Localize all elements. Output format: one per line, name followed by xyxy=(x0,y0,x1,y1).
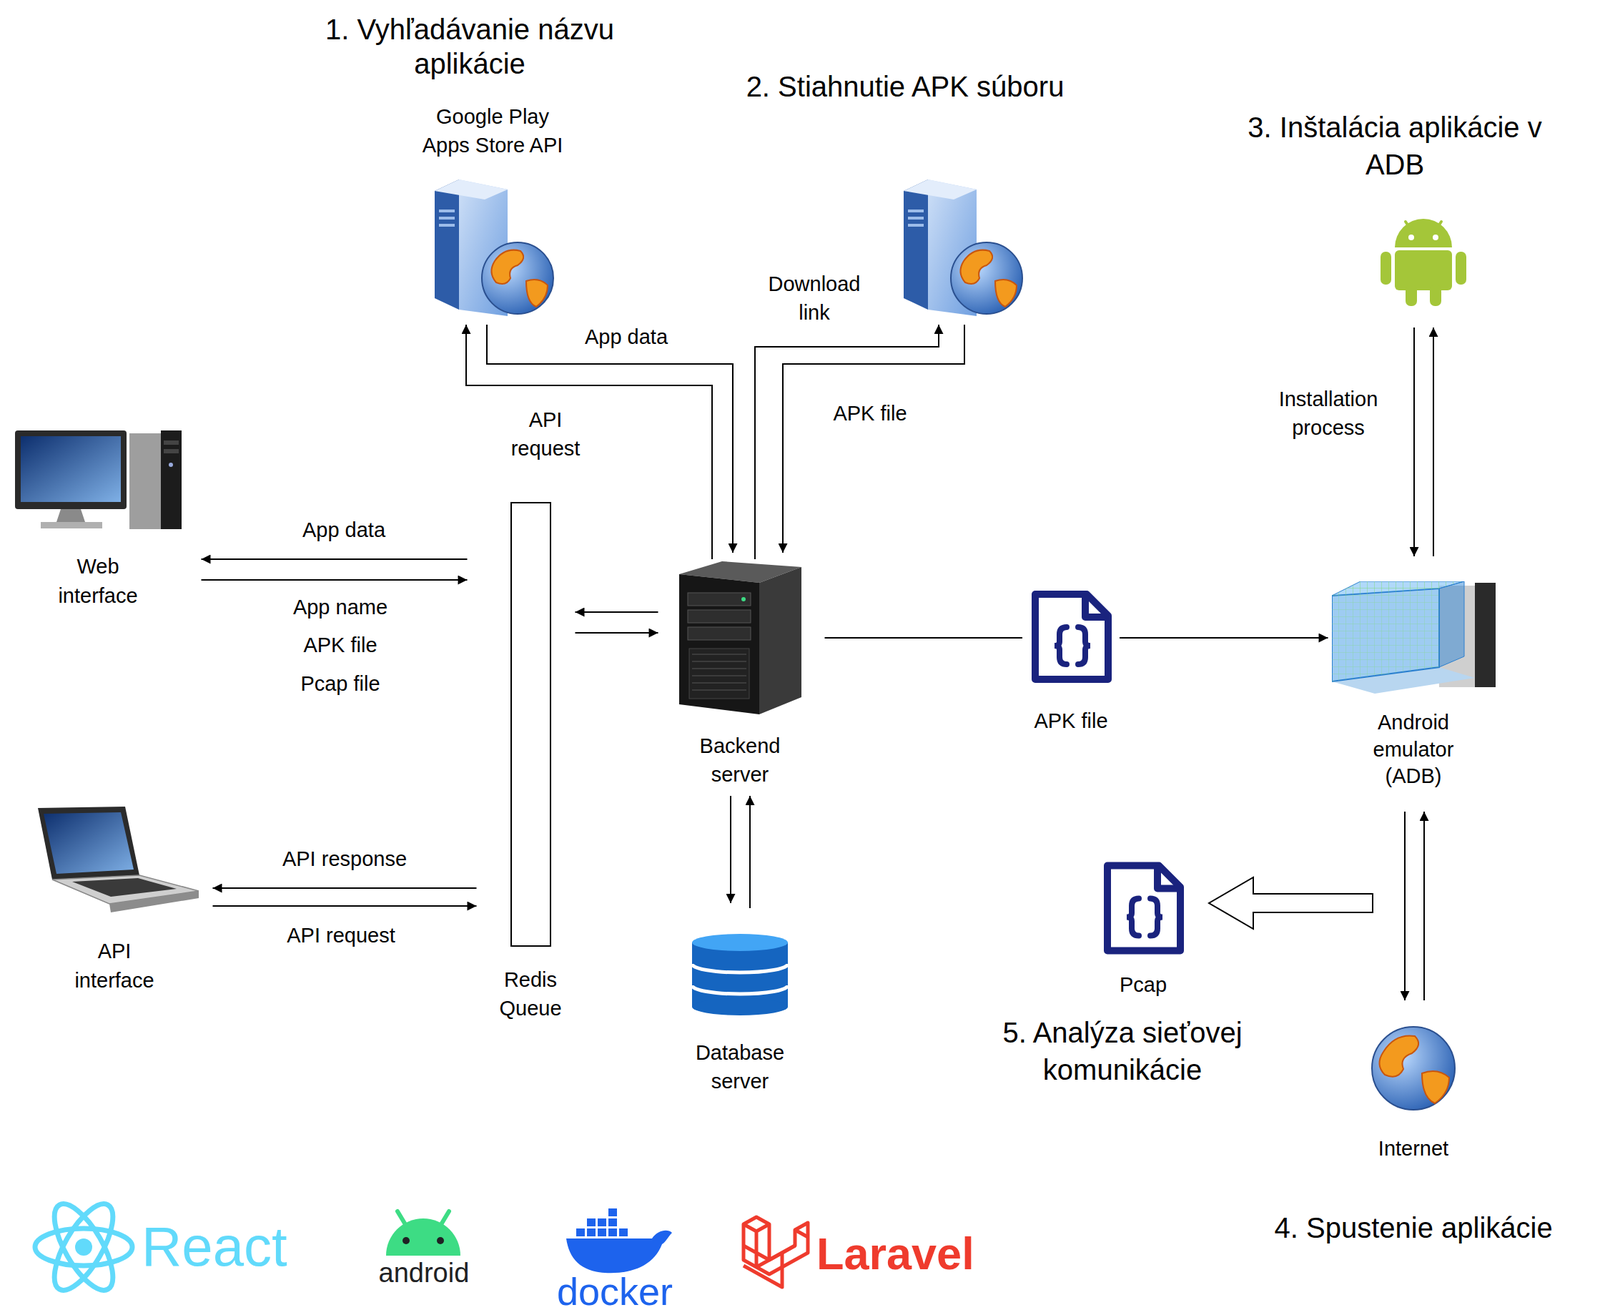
connector xyxy=(729,795,732,903)
file-icon xyxy=(1022,589,1120,684)
connector xyxy=(466,324,713,560)
capture-arrow xyxy=(1208,877,1373,929)
step-label: 4. Spustenie aplikácie xyxy=(1274,1211,1553,1244)
backend-icon xyxy=(679,561,802,715)
edge-label: API response xyxy=(263,844,427,874)
apk-file: APK file xyxy=(1020,589,1122,735)
queue-icon xyxy=(510,501,552,947)
react-logo xyxy=(35,1195,133,1299)
database-icon xyxy=(692,933,788,1016)
connector xyxy=(213,887,477,889)
globe-icon xyxy=(1366,1023,1461,1113)
connector xyxy=(1413,327,1415,557)
android-icon xyxy=(1376,214,1470,308)
step-label: 5. Analýza sieťovej komunikácie xyxy=(972,1013,1273,1089)
internet-globe: Internet xyxy=(1363,1023,1464,1163)
edge-label: APK file xyxy=(810,398,931,429)
pcap-file: Pcap xyxy=(1094,860,1192,999)
connector xyxy=(1432,327,1435,557)
step-heading: 2. Stiahnutie APK súboru xyxy=(704,69,1106,104)
connector xyxy=(1423,811,1425,1001)
android-logo xyxy=(386,1211,461,1256)
connector xyxy=(201,579,468,581)
file-icon xyxy=(1094,860,1192,956)
server-icon xyxy=(428,173,557,316)
emulator-icon xyxy=(1331,581,1496,694)
google-play-server: 1. Vyhľadávanie názvu aplikácieGoogle Pl… xyxy=(321,12,665,316)
redis-queue: Redis Queue xyxy=(487,501,574,1023)
laptop-icon xyxy=(30,806,199,914)
android-device: 3. Inštalácia aplikácie v ADB xyxy=(1262,108,1585,308)
laravel-logo xyxy=(743,1216,808,1287)
connector xyxy=(213,905,477,907)
node-label: Database server xyxy=(686,1038,794,1096)
connector xyxy=(575,631,659,634)
connector xyxy=(782,324,965,553)
docker-logo xyxy=(566,1208,673,1273)
pc-icon xyxy=(15,428,182,531)
node-label: Backend server xyxy=(689,731,790,789)
step-heading: 1. Vyhľadávanie názvu aplikácie xyxy=(298,12,642,81)
api-interface: API interface xyxy=(30,806,199,995)
node-label: API interface xyxy=(64,936,165,995)
database-server: Database server xyxy=(686,933,794,1096)
server-icon xyxy=(897,173,1026,316)
edge-label: App data xyxy=(566,322,687,352)
backend-server: Backend server xyxy=(679,561,802,789)
node-label: Redis Queue xyxy=(487,965,574,1023)
logo-text: android xyxy=(378,1257,470,1290)
edge-label: App data xyxy=(269,515,419,545)
web-interface: Web interface xyxy=(15,428,182,610)
node-label: Android emulator (ADB) xyxy=(1363,709,1464,790)
edge-label: API request xyxy=(503,405,588,464)
edge-label: Download link xyxy=(759,269,870,328)
logo-text: docker xyxy=(556,1268,673,1314)
edge-label: API request xyxy=(259,920,423,951)
node-label: APK file xyxy=(1020,707,1122,735)
android-emulator: Android emulator (ADB) xyxy=(1331,581,1496,790)
connector xyxy=(1119,636,1329,639)
connector xyxy=(1404,811,1406,1001)
logo-text: React xyxy=(141,1214,288,1279)
edge-label: App name APK file Pcap file xyxy=(276,588,404,704)
connector xyxy=(575,611,659,613)
step-heading: 3. Inštalácia aplikácie v ADB xyxy=(1233,108,1556,184)
logo-text: Laravel xyxy=(816,1227,975,1279)
node-label: Pcap xyxy=(1100,971,1187,999)
node-label: Internet xyxy=(1363,1135,1464,1163)
step-heading: Google Play Apps Store API xyxy=(416,102,570,160)
node-label: Web interface xyxy=(47,551,148,610)
connector xyxy=(201,558,468,560)
connector xyxy=(749,795,751,908)
connector xyxy=(825,636,1024,639)
edge-label: Installation process xyxy=(1264,384,1392,443)
